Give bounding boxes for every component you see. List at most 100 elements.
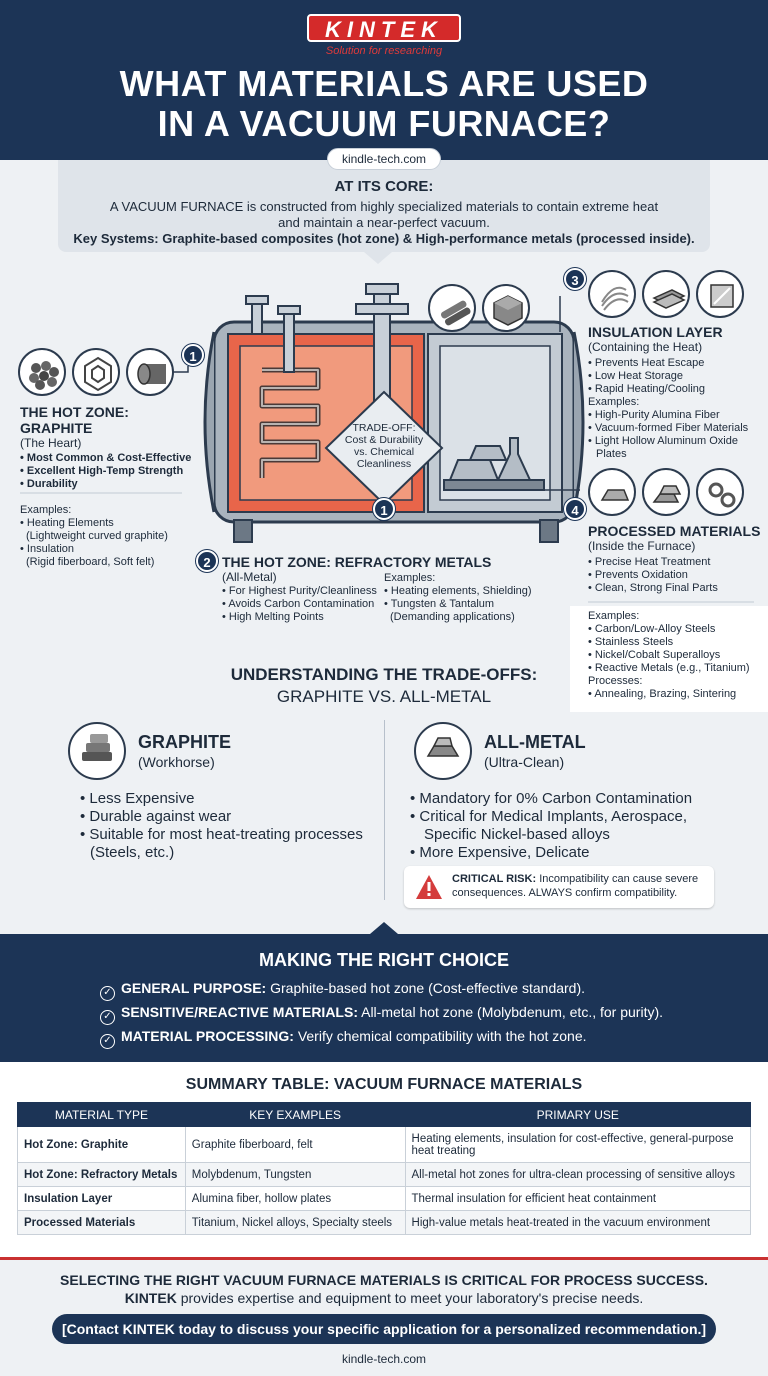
list-item: Most Common & Cost-Effective xyxy=(20,452,191,465)
graphite-subheading: (Workhorse) xyxy=(138,754,215,770)
metal-ingots xyxy=(448,445,508,481)
tradeoff-line-3: Cleanliness xyxy=(356,458,412,470)
graphite-examples-label: Examples: xyxy=(20,504,72,516)
tradeoffs-section: Examples: Carbon/Low-Alloy Steels Stainl… xyxy=(0,606,768,922)
leader-line-graphite xyxy=(170,366,189,373)
core-summary: AT ITS CORE: A VACUUM FURNACE is constru… xyxy=(58,160,710,252)
table-row: Processed Materials Titanium, Nickel all… xyxy=(17,1210,752,1235)
processed-features: Precise Heat Treatment Prevents Oxidatio… xyxy=(588,556,718,595)
summary-title: SUMMARY TABLE: VACUUM FURNACE MATERIALS xyxy=(185,1076,583,1093)
table-row: Hot Zone: Refractory Metals Molybdenum, … xyxy=(17,1162,752,1187)
furnace-illustration xyxy=(20,283,754,603)
footer-website-link[interactable]: kindle-tech.com xyxy=(341,1352,427,1366)
website-link[interactable]: kindle-tech.com xyxy=(327,148,441,170)
footer-divider xyxy=(0,1257,768,1260)
refractory-example-2-detail: (Demanding applications) xyxy=(390,611,515,623)
allmetal-subheading: (Ultra-Clean) xyxy=(484,754,565,770)
insulation-examples-label: Examples: xyxy=(588,396,640,408)
check-icon: ✓ xyxy=(100,1034,115,1049)
list-item: Low Heat Storage xyxy=(588,370,705,383)
page-title: WHAT MATERIALS ARE USED IN A VACUUM FURN… xyxy=(0,64,768,144)
refractory-title: THE HOT ZONE: REFRACTORY METALS xyxy=(222,554,492,570)
badge-1-center: 1 xyxy=(373,498,395,520)
processed-examples-card: Examples: Carbon/Low-Alloy Steels Stainl… xyxy=(570,606,768,712)
inlet-pipe-2 xyxy=(283,311,295,373)
felt-roll-icon xyxy=(126,348,174,396)
heating-element-coil-highlight xyxy=(261,369,319,478)
pellets-icon xyxy=(18,348,66,396)
inlet-pipe-2-cap xyxy=(277,305,301,315)
refractory-features: For Highest Purity/Cleanliness Avoids Ca… xyxy=(222,585,377,624)
list-item: Avoids Carbon Contamination xyxy=(222,598,377,611)
list-item: Prevents Heat Escape xyxy=(588,357,705,370)
graphite-title-line2: GRAPHITE xyxy=(20,420,93,436)
metal-cube-icon xyxy=(482,284,530,332)
parts-icon xyxy=(696,468,744,516)
allmetal-pros: Mandatory for 0% Carbon Contamination Cr… xyxy=(410,790,692,826)
inlet-pipe-1-cap xyxy=(245,295,269,305)
badge-4-processed: 4 xyxy=(564,498,586,520)
header: KINTEK Solution for researching WHAT MAT… xyxy=(0,0,768,160)
choice-section: MAKING THE RIGHT CHOICE ✓GENERAL PURPOSE… xyxy=(0,934,768,1062)
choice-pointer xyxy=(370,922,398,934)
kintek-logo[interactable]: KINTEK xyxy=(307,14,461,42)
insulation-examples: High-Purity Alumina Fiber Vacuum-formed … xyxy=(588,409,748,448)
table-cell: All-metal hot zones for ultra-clean proc… xyxy=(404,1162,752,1187)
list-item: Excellent High-Temp Strength xyxy=(20,465,191,478)
check-icon: ✓ xyxy=(100,986,115,1001)
list-item: For Highest Purity/Cleanliness xyxy=(222,585,377,598)
lab-flask xyxy=(496,437,532,481)
tradeoff-line-1: Cost & Durability xyxy=(344,434,424,446)
list-item: Critical for Medical Implants, Aerospace… xyxy=(410,808,692,826)
processed-processes: Annealing, Brazing, Sintering xyxy=(588,688,736,701)
choice-text: All-metal hot zone (Molybdenum, etc., fo… xyxy=(361,1004,664,1020)
title-line-2: IN A VACUUM FURNACE? xyxy=(157,103,611,144)
table-cell: Hot Zone: Graphite xyxy=(17,1126,186,1163)
graphite-example-2-detail: (Rigid fiberboard, Soft felt) xyxy=(26,556,155,568)
refractory-subtitle: (All-Metal) xyxy=(222,570,277,584)
furnace-leg-left xyxy=(233,519,253,543)
insulation-subtitle: (Containing the Heat) xyxy=(588,340,703,354)
refractory-example-2-text: Tungsten & Tantalum xyxy=(390,598,495,610)
logo-tagline: Solution for researching xyxy=(325,45,443,57)
table-header-row: MATERIAL TYPE KEY EXAMPLES PRIMARY USE xyxy=(17,1102,752,1127)
graphite-title: THE HOT ZONE: GRAPHITE xyxy=(20,404,129,436)
processed-title: PROCESSED MATERIALS xyxy=(588,523,761,539)
list-item: Less Expensive xyxy=(80,790,363,808)
table-cell: Heating elements, insulation for cost-ef… xyxy=(404,1126,752,1163)
core-heading: AT ITS CORE: xyxy=(334,178,434,195)
footer-tagline-text: provides expertise and equipment to meet… xyxy=(180,1290,644,1306)
choice-text: Verify chemical compatibility with the h… xyxy=(297,1028,587,1044)
badge-1-graphite: 1 xyxy=(182,344,204,366)
choice-label: MATERIAL PROCESSING: xyxy=(121,1028,294,1044)
refractory-example-1: • Heating elements, Shielding) xyxy=(384,585,532,597)
tradeoff-label-title: TRADE-OFF: xyxy=(352,422,416,434)
graphite-example-1: • Heating Elements xyxy=(20,517,114,529)
contact-cta-button[interactable]: [Contact KINTEK today to discuss your sp… xyxy=(52,1314,716,1344)
list-item: Annealing, Brazing, Sintering xyxy=(588,688,736,701)
tradeoffs-title-line2: GRAPHITE VS. ALL-METAL xyxy=(276,687,492,706)
table-cell: High-value metals heat-treated in the va… xyxy=(404,1210,752,1235)
allmetal-heading: ALL-METAL xyxy=(484,732,586,752)
tradeoffs-title-line1: UNDERSTANDING THE TRADE-OFFS: xyxy=(230,665,538,684)
tubes-icon xyxy=(428,284,476,332)
choice-text: Graphite-based hot zone (Cost-effective … xyxy=(270,980,586,996)
core-pointer xyxy=(364,252,392,264)
choice-row-processing: ✓ MATERIAL PROCESSING: Verify chemical co… xyxy=(100,1028,587,1049)
summary-section: SUMMARY TABLE: VACUUM FURNACE MATERIALS … xyxy=(0,1062,768,1258)
inlet-pipe-1 xyxy=(251,301,263,335)
graphite-heading: GRAPHITE xyxy=(138,732,232,752)
choice-title: MAKING THE RIGHT CHOICE xyxy=(259,950,509,970)
critical-risk-body: Incompatibility can cause severe xyxy=(539,873,699,885)
graphite-pros: Less Expensive Durable against wear Suit… xyxy=(80,790,363,844)
graphite-subtitle: (The Heart) xyxy=(20,436,82,450)
graphite-example-2-text: Insulation xyxy=(26,543,75,555)
choice-label: SENSITIVE/REACTIVE MATERIALS: xyxy=(121,1004,358,1020)
graphite-example-2: • Insulation xyxy=(20,543,75,555)
tradeoff-line-2: vs. Chemical xyxy=(353,446,415,458)
furnace-diagram: 1 THE HOT ZONE: GRAPHITE (The Heart) Mos… xyxy=(0,262,768,650)
list-item: Reactive Metals (e.g., Titanium) xyxy=(588,662,750,675)
list-item: Stainless Steels xyxy=(588,636,750,649)
refractory-example-2: • Tungsten & Tantalum xyxy=(384,598,495,610)
list-item: Mandatory for 0% Carbon Contamination xyxy=(410,790,692,808)
